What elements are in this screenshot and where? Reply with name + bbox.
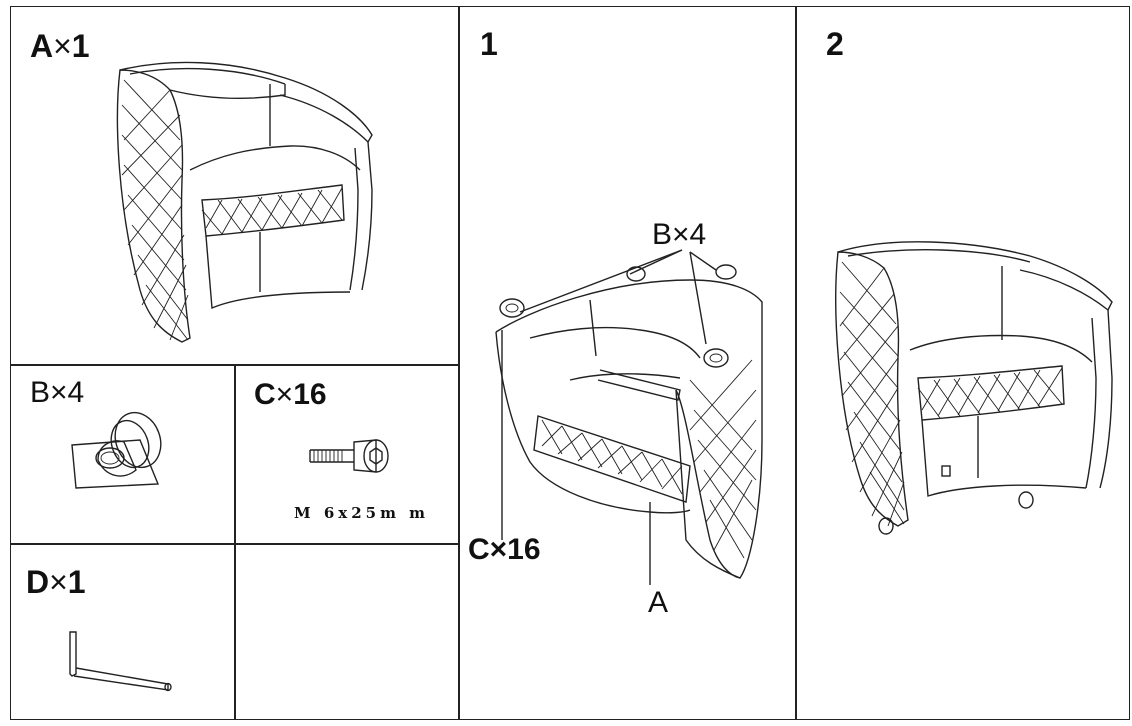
step-1-callout-b: B×4 <box>652 218 707 251</box>
divider-step1-step2 <box>795 6 797 720</box>
part-b-label: B×4 <box>30 376 85 409</box>
divider-b-c <box>234 364 236 720</box>
caster-wheel-icon <box>71 411 162 489</box>
armchair-icon <box>116 61 373 343</box>
part-c-label: C×16 <box>254 378 327 411</box>
step-1-callout-a: A <box>648 586 669 619</box>
assembled-armchair-icon <box>835 241 1113 535</box>
armchair-upside-down-icon <box>495 249 763 585</box>
hex-bolt-icon <box>309 439 389 473</box>
part-a-label: A×1 <box>30 28 90 64</box>
part-d-label: D×1 <box>26 564 86 600</box>
step-1-number: 1 <box>480 26 498 62</box>
allen-key-icon <box>69 631 172 692</box>
divider-parts-steps <box>458 6 460 720</box>
step-2-number: 2 <box>826 26 844 62</box>
step-1-callout-c: C×16 <box>468 533 541 566</box>
instruction-sheet-frame <box>10 6 1130 720</box>
bolt-spec-text: M 6x25m m <box>294 504 430 522</box>
